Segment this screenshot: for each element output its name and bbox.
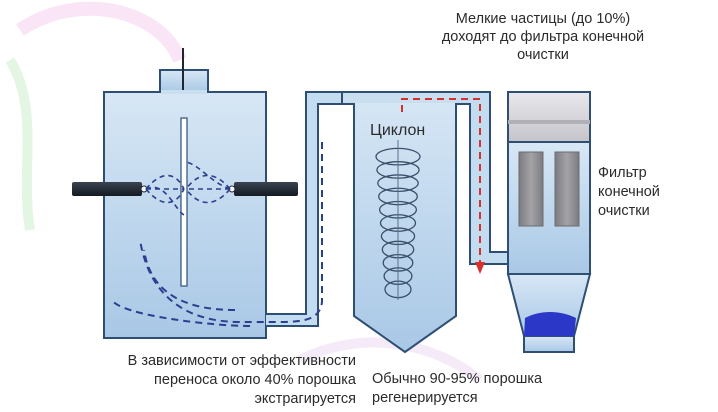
regeneration-line-2: регенерируется (372, 390, 478, 406)
duct-to-filter (456, 91, 509, 265)
final-filter-line-3: очистки (598, 203, 650, 219)
filter-cartridge-right (554, 151, 580, 227)
overspray-flow (111, 142, 323, 327)
extraction-line-3: экстрагируется (254, 391, 356, 407)
filter-cartridge-left (518, 151, 544, 227)
fine-particle-flow (401, 98, 481, 266)
fine-particles-label: Мелкие частицы (до 10%) доходят до фильт… (402, 10, 684, 64)
cyclone-label: Циклон (370, 122, 426, 139)
extraction-line-2: переноса около 40% порошка (154, 372, 356, 388)
final-filter-label: Фильтр конечной очистки (598, 164, 660, 221)
fine-particles-line-1: Мелкие частицы (до 10%) (455, 11, 631, 27)
regeneration-label: Обычно 90-95% порошка регенерируется (372, 370, 542, 408)
duct (266, 91, 343, 327)
fine-particles-line-2: доходят до фильтра конечной (441, 29, 645, 45)
spray-pattern (145, 161, 231, 216)
extraction-line-1: В зависимости от эффективности (127, 353, 356, 369)
extraction-label: В зависимости от эффективности переноса … (20, 352, 356, 409)
cyclone-spiral (375, 140, 421, 300)
final-filter-line-1: Фильтр (598, 165, 647, 181)
fine-particles-line-3: очистки (517, 47, 569, 63)
spray-gun-left (72, 182, 142, 196)
regeneration-line-1: Обычно 90-95% порошка (372, 371, 543, 387)
final-filter-line-2: конечной (598, 184, 660, 200)
filter-outlet (523, 335, 575, 353)
spray-gun-mast (180, 117, 188, 287)
spray-gun-right (234, 182, 298, 196)
booth-roof-cover (161, 90, 207, 94)
fine-particle-arrow (475, 262, 485, 274)
filter-cap (507, 91, 591, 143)
collected-powder (524, 312, 576, 336)
